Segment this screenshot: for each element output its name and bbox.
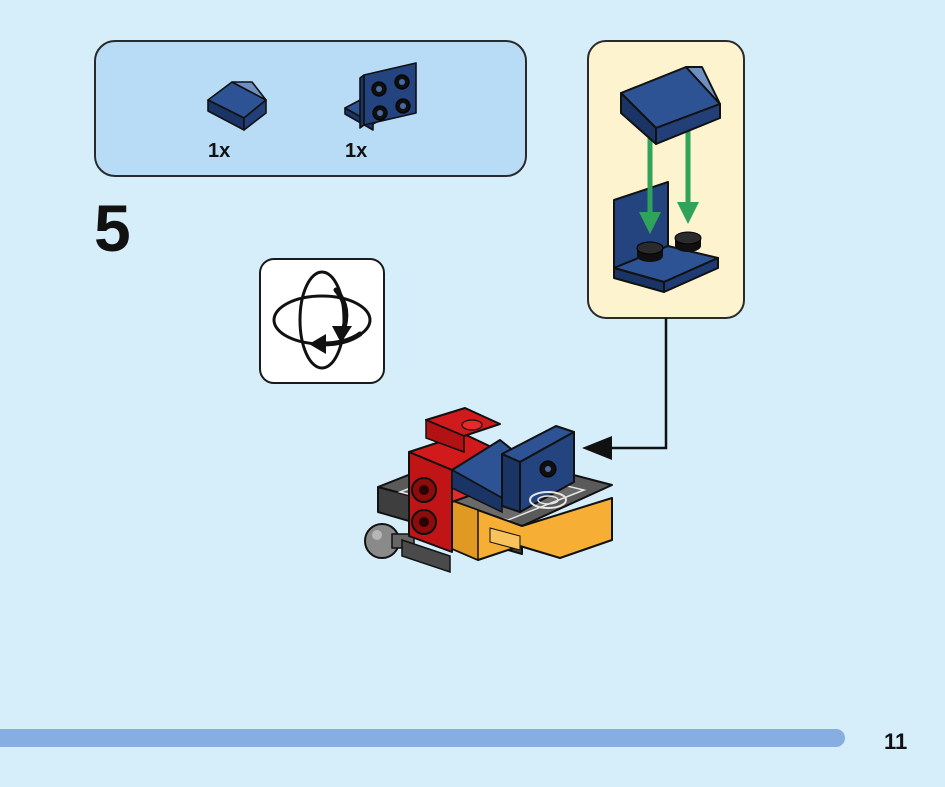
- callout-panel: [587, 40, 745, 319]
- parts-list-panel: 1x 1x: [94, 40, 527, 177]
- part-2-quantity: 1x: [345, 140, 367, 162]
- green-arrow-icon: [639, 120, 699, 234]
- callout-pointer-arrow: [582, 318, 668, 460]
- callout-slope-icon: [620, 66, 721, 145]
- page-number: 11: [884, 729, 907, 754]
- main-model-assembly: [364, 407, 613, 574]
- part-1-quantity: 1x: [208, 140, 230, 162]
- callout-bracket-icon: [613, 181, 719, 293]
- dark-blue-slope-1x2-icon: [207, 81, 267, 131]
- rotate-model-icon: [259, 258, 385, 384]
- dark-blue-bracket-1x2-2x2-icon: [344, 62, 417, 131]
- step-number: 5: [94, 191, 131, 265]
- progress-bar: [0, 729, 845, 747]
